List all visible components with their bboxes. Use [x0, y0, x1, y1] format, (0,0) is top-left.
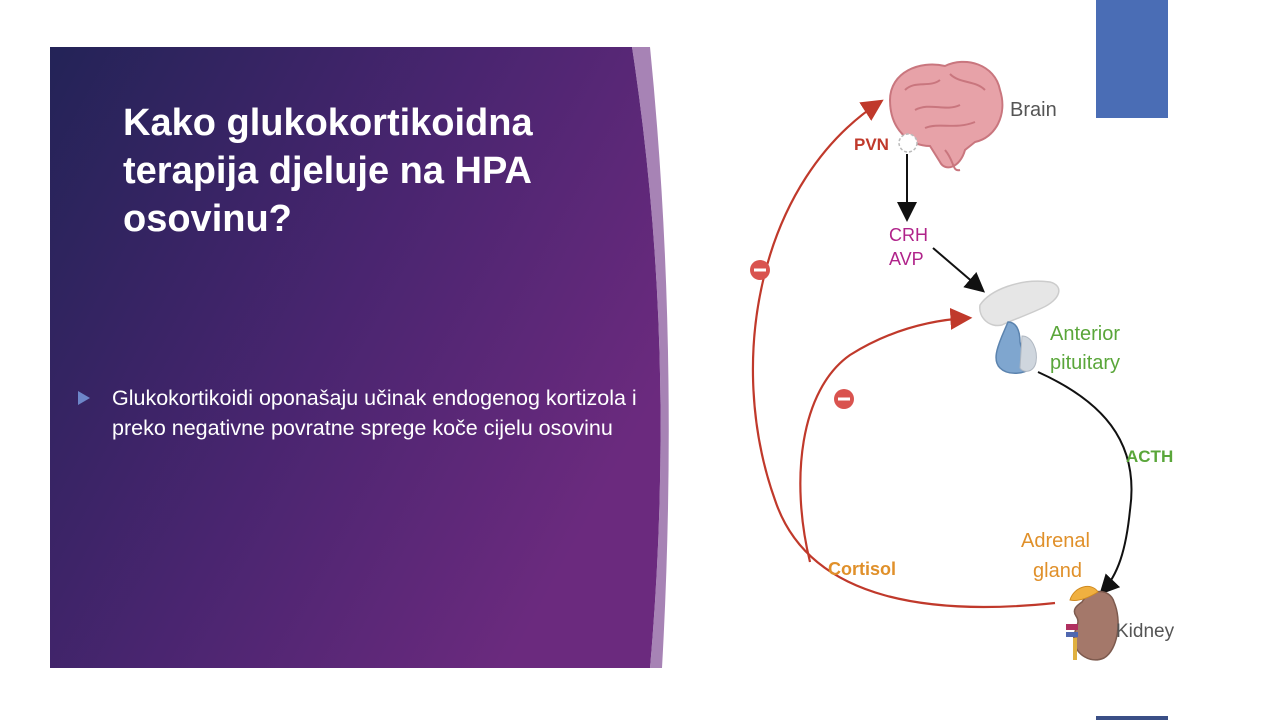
acth-label: ACTH: [1126, 447, 1173, 466]
cortisol-label: Cortisol: [828, 559, 896, 579]
pvn-marker: [898, 133, 918, 153]
inhibition-icon-upper: [750, 260, 770, 280]
kidney-label: Kidney: [1116, 621, 1175, 642]
bullet-arrow-icon: [78, 391, 90, 405]
panel-background: [50, 47, 669, 668]
crh-to-pituitary-arrow: [932, 247, 986, 293]
brain-label: Brain: [1010, 99, 1057, 121]
cortisol-to-brain-arrow: [751, 99, 1056, 609]
brain-icon: [888, 61, 1004, 172]
kidney-icon: [1066, 585, 1119, 661]
gland-label: gland: [1033, 560, 1082, 582]
accent-block: [1096, 0, 1168, 118]
avp-label: AVP: [889, 249, 924, 269]
crh-label: CRH: [889, 225, 928, 245]
title-panel: Kako glukokortikoidna terapija djeluje n…: [50, 47, 680, 668]
acth-arrow: [1037, 371, 1133, 595]
pituitary-icon: [979, 280, 1060, 374]
bullet-text: Glukokortikoidi oponašaju učinak endogen…: [112, 386, 637, 440]
hpa-axis-diagram: Brain PVN CRH AVP Anterior pituitary ACT…: [750, 61, 1175, 661]
cortisol-to-pituitary-arrow: [799, 307, 973, 563]
bullet-item: Glukokortikoidi oponašaju učinak endogen…: [78, 384, 638, 443]
anterior-label: Anterior: [1050, 323, 1120, 345]
adrenal-label: Adrenal: [1021, 530, 1090, 552]
inhibition-icon-lower: [834, 389, 854, 409]
pituitary-label: pituitary: [1050, 352, 1120, 374]
accent-block-bottom: [1096, 716, 1168, 720]
slide-title: Kako glukokortikoidna terapija djeluje n…: [123, 102, 533, 240]
pvn-label: PVN: [854, 135, 889, 154]
